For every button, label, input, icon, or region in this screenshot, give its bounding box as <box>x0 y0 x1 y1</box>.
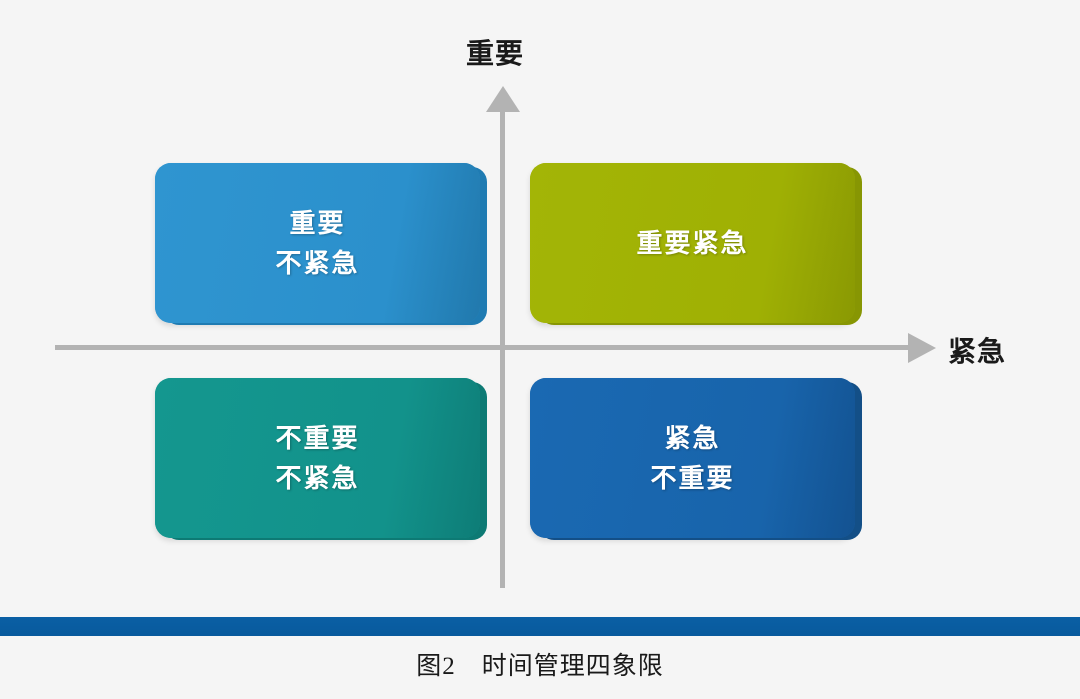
figure-canvas: 重要 紧急 重要 不紧急 重要紧急 不重要 不紧急 紧急 不重要 <box>55 38 1007 588</box>
quadrant-surface: 紧急 不重要 <box>530 378 855 538</box>
quadrant-important-not-urgent[interactable]: 重要 不紧急 <box>155 163 480 323</box>
quadrant-urgent-not-important[interactable]: 紧急 不重要 <box>530 378 855 538</box>
quadrant-important-urgent[interactable]: 重要紧急 <box>530 163 855 323</box>
divider-bar <box>0 617 1080 636</box>
quadrant-label-line-2: 不重要 <box>650 463 735 493</box>
quadrant-label-line-1: 不重要 <box>275 422 360 453</box>
quadrant-surface: 重要 不紧急 <box>155 163 480 323</box>
quadrant-label-line-1: 重要紧急 <box>636 227 749 258</box>
quadrant-surface: 重要紧急 <box>530 163 855 323</box>
quadrant-label-line-1: 紧急 <box>664 422 721 453</box>
horizontal-axis-line <box>55 345 915 350</box>
quadrant-label-line-1: 重要 <box>289 207 346 238</box>
quadrant-label-line-2: 不紧急 <box>275 463 360 493</box>
quadrant-surface: 不重要 不紧急 <box>155 378 480 538</box>
quadrant-not-important-not-urgent[interactable]: 不重要 不紧急 <box>155 378 480 538</box>
arrow-right-icon <box>908 333 936 363</box>
arrow-up-icon <box>486 86 520 112</box>
figure-caption: 图2 时间管理四象限 <box>416 653 664 680</box>
quadrant-label-line-2: 不紧急 <box>275 248 360 278</box>
vertical-axis-label: 重要 <box>466 38 525 69</box>
horizontal-axis-label: 紧急 <box>948 336 1007 367</box>
